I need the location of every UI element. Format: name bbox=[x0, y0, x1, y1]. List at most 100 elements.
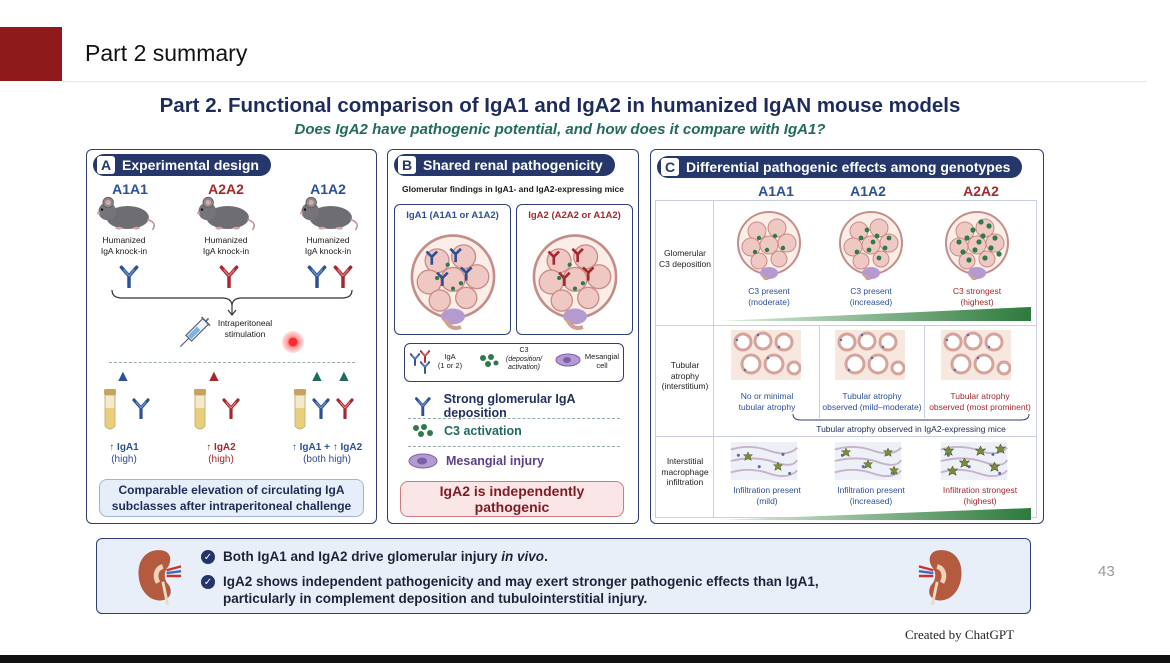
genotype-a1a2-label: A1A2 bbox=[310, 181, 346, 197]
panel-b-legend: IgA(1 or 2) C3(deposition/activation) Me… bbox=[404, 343, 624, 382]
figure-subtitle: Does IgA2 have pathogenic potential, and… bbox=[294, 121, 826, 138]
up-arrow-icon: ▲ bbox=[115, 368, 131, 385]
iga2-antibody-icon bbox=[335, 397, 355, 419]
iga1-antibody-icon bbox=[131, 397, 151, 419]
gradient-wedge bbox=[717, 508, 1031, 520]
panel-experimental-design: A Experimental design A1A1 A2A2 A1A2 Hum… bbox=[86, 149, 377, 524]
legend-c3-label: C3(deposition/activation) bbox=[505, 347, 543, 371]
iga2-glomerulus-card: IgA2 (A2A2 or A1A2) bbox=[516, 204, 633, 335]
gradient-wedge bbox=[717, 307, 1031, 321]
iga2-card-label: IgA2 (A2A2 or A1A2) bbox=[528, 210, 621, 221]
glomerulus-iga2-illustration bbox=[522, 225, 628, 331]
c3-dots-icon bbox=[413, 424, 433, 437]
iga1-antibody-icon bbox=[419, 360, 431, 374]
panel-b-header: B Shared renal pathogenicity bbox=[394, 154, 615, 176]
panel-b-caption: Glomerular findings in IgA1- and IgA2-ex… bbox=[402, 184, 624, 194]
cell-c3-a2a2: C3 strongest(highest) bbox=[952, 286, 1002, 307]
credit-text: Created by ChatGPT bbox=[905, 627, 1015, 642]
finding-iga-deposition: Strong glomerular IgA deposition bbox=[412, 392, 638, 420]
panel-a-title: Experimental design bbox=[122, 157, 259, 173]
tubules-a1a2-illustration bbox=[835, 330, 905, 380]
genotype-a1a1-label: A1A1 bbox=[112, 181, 148, 197]
cell-infiltration-a2a2: Infiltration strongest(highest) bbox=[942, 485, 1018, 506]
converging-bracket bbox=[111, 289, 353, 316]
serum-tube-icon bbox=[193, 388, 207, 432]
glomerulus-iga1-illustration bbox=[400, 225, 506, 331]
grid-divider bbox=[819, 326, 820, 418]
cell-c3-a1a1: C3 present(moderate) bbox=[748, 286, 790, 307]
mesangial-cell-icon bbox=[555, 353, 581, 367]
iga2-antibody-icon bbox=[221, 397, 241, 419]
atrophy-bracket bbox=[792, 414, 1030, 421]
infiltrate-a1a2-illustration bbox=[833, 442, 903, 480]
outcome-a2a2: ↑ IgA2(high) bbox=[206, 442, 236, 465]
panel-differential-effects: C Differential pathogenic effects among … bbox=[650, 149, 1044, 524]
panel-c-header: C Differential pathogenic effects among … bbox=[657, 156, 1023, 178]
mouse-icon bbox=[297, 196, 359, 232]
mesangial-cell-icon bbox=[408, 453, 438, 469]
panel-b-letter: B bbox=[398, 156, 416, 174]
up-arrow-icon: ▲ bbox=[309, 368, 325, 385]
grid-divider bbox=[924, 326, 925, 418]
panel-b-conclusion: IgA2 is independently pathogenic bbox=[400, 481, 624, 517]
grid-divider bbox=[713, 200, 714, 518]
figure-title: Part 2. Functional comparison of IgA1 an… bbox=[159, 94, 961, 117]
iga1-antibody-icon bbox=[306, 264, 328, 288]
panel-a-header: A Experimental design bbox=[93, 154, 271, 176]
atrophy-note: Tubular atrophy observed in IgA2-express… bbox=[816, 424, 1006, 434]
kidney-icon bbox=[917, 547, 965, 605]
iga1-glomerulus-card: IgA1 (A1A1 or A1A2) bbox=[394, 204, 511, 335]
page-number: 43 bbox=[1098, 563, 1115, 580]
kidney-icon bbox=[135, 547, 183, 605]
column-header-a1a2: A1A2 bbox=[850, 183, 886, 199]
tubules-a1a1-illustration bbox=[731, 330, 801, 380]
summary-box: ✓Both IgA1 and IgA2 drive glomerular inj… bbox=[96, 538, 1031, 614]
slide-accent-bar bbox=[0, 27, 62, 81]
outcome-a1a2: ↑ IgA1 + ↑ IgA2(both high) bbox=[291, 442, 363, 465]
iga2-antibody-icon bbox=[218, 264, 240, 288]
serum-tube-icon bbox=[103, 388, 117, 432]
row-label-tubular-atrophy: Tubular atrophy(interstitium) bbox=[661, 360, 709, 391]
outcome-a1a1: ↑ IgA1(high) bbox=[109, 442, 139, 465]
glomerulus-a1a2-illustration bbox=[831, 205, 911, 283]
check-circle-icon: ✓ bbox=[201, 550, 215, 565]
iga1-antibody-icon bbox=[118, 264, 140, 288]
laser-pointer-dot bbox=[282, 331, 304, 353]
finding-mesangial-injury: Mesangial injury bbox=[408, 452, 544, 470]
panel-c-letter: C bbox=[661, 158, 679, 176]
panel-c-title: Differential pathogenic effects among ge… bbox=[686, 159, 1011, 175]
slide-title: Part 2 summary bbox=[85, 40, 248, 66]
iga1-antibody-icon bbox=[311, 397, 331, 419]
summary-point-1: ✓Both IgA1 and IgA2 drive glomerular inj… bbox=[201, 548, 548, 565]
antibody-icon bbox=[412, 396, 434, 416]
c3-dots-icon bbox=[480, 354, 499, 367]
panel-b-title: Shared renal pathogenicity bbox=[423, 157, 603, 173]
screen-bottom-bar bbox=[0, 655, 1170, 663]
serum-tube-icon bbox=[293, 388, 307, 432]
iga2-antibody-icon bbox=[332, 264, 354, 288]
mouse-icon bbox=[94, 196, 156, 232]
panel-shared-pathogenicity: B Shared renal pathogenicity Glomerular … bbox=[387, 149, 639, 524]
mouse-icon bbox=[194, 196, 256, 232]
finding-divider bbox=[408, 418, 620, 419]
panel-a-letter: A bbox=[97, 156, 115, 174]
column-header-a1a1: A1A1 bbox=[758, 183, 794, 199]
check-circle-icon: ✓ bbox=[201, 575, 215, 590]
column-header-a2a2: A2A2 bbox=[963, 183, 999, 199]
cell-infiltration-a1a1: Infiltration present(mild) bbox=[733, 485, 801, 506]
syringe-icon bbox=[179, 316, 211, 348]
up-arrow-icon: ▲ bbox=[336, 368, 352, 385]
glomerulus-a1a1-illustration bbox=[729, 205, 809, 283]
finding-c3-activation: C3 activation bbox=[412, 423, 522, 439]
up-arrow-icon: ▲ bbox=[206, 368, 222, 385]
